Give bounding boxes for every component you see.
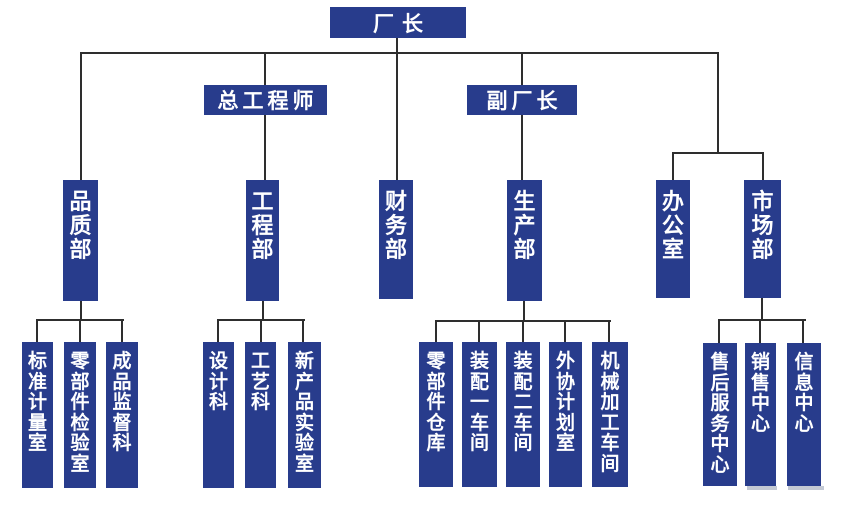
connector-line [478,320,480,343]
node-outsourcing-planning-room: 外协计划室 [549,342,582,487]
connector-line [36,319,38,343]
node-finished-product-supervision-section: 成品监督科 [106,342,138,488]
connector-line [759,319,761,344]
connector-line [802,319,804,344]
node-standard-metrology-room: 标准计量室 [22,342,53,488]
node-assembly-workshop-2: 装配二车间 [506,342,540,487]
node-office: 办公室 [656,180,690,298]
node-sales-center: 销售中心 [745,343,776,486]
connector-line [672,152,764,154]
node-new-product-lab: 新产品实验室 [288,342,321,488]
connector-line [522,320,524,343]
node-factory-director: 厂长 [330,7,466,38]
node-marketing-dept: 市场部 [744,180,781,298]
connector-line [718,319,806,321]
connector-line [762,152,764,181]
connector-line [396,52,398,181]
connector-line [396,38,398,53]
node-after-sales-service-center: 售后服务中心 [703,343,737,486]
connector-line [718,319,720,344]
connector-line [564,320,566,343]
node-process-section: 工艺科 [245,342,276,488]
connector-line [81,52,719,54]
connector-line [717,52,719,154]
connector-line [79,319,81,343]
connector-line [80,300,82,321]
connector-line [217,319,219,343]
node-production-dept: 生产部 [507,180,542,301]
node-machining-workshop: 机械加工车间 [592,342,628,487]
node-engineering-dept: 工程部 [246,180,279,301]
connector-line [80,52,82,181]
connector-line [121,319,123,343]
connector-line [523,300,525,322]
connector-line [608,320,610,343]
node-design-section: 设计科 [203,342,234,488]
connector-line [302,319,304,343]
connector-line [260,319,262,343]
node-assembly-workshop-1: 装配一车间 [462,342,497,487]
node-deputy-factory-director: 副厂长 [467,85,577,115]
connector-line [672,152,674,181]
watermark-artifact [747,486,777,490]
connector-line [264,52,266,181]
node-information-center: 信息中心 [787,343,821,486]
node-quality-dept: 品质部 [63,180,98,301]
node-parts-warehouse: 零部件仓库 [419,342,453,487]
connector-line [435,320,437,343]
watermark-artifact [788,486,824,490]
node-finance-dept: 财务部 [379,180,413,299]
node-chief-engineer: 总工程师 [204,85,327,115]
node-parts-inspection-room: 零部件检验室 [64,342,96,488]
connector-line [521,52,523,181]
connector-line [761,298,763,321]
connector-line [262,300,264,321]
